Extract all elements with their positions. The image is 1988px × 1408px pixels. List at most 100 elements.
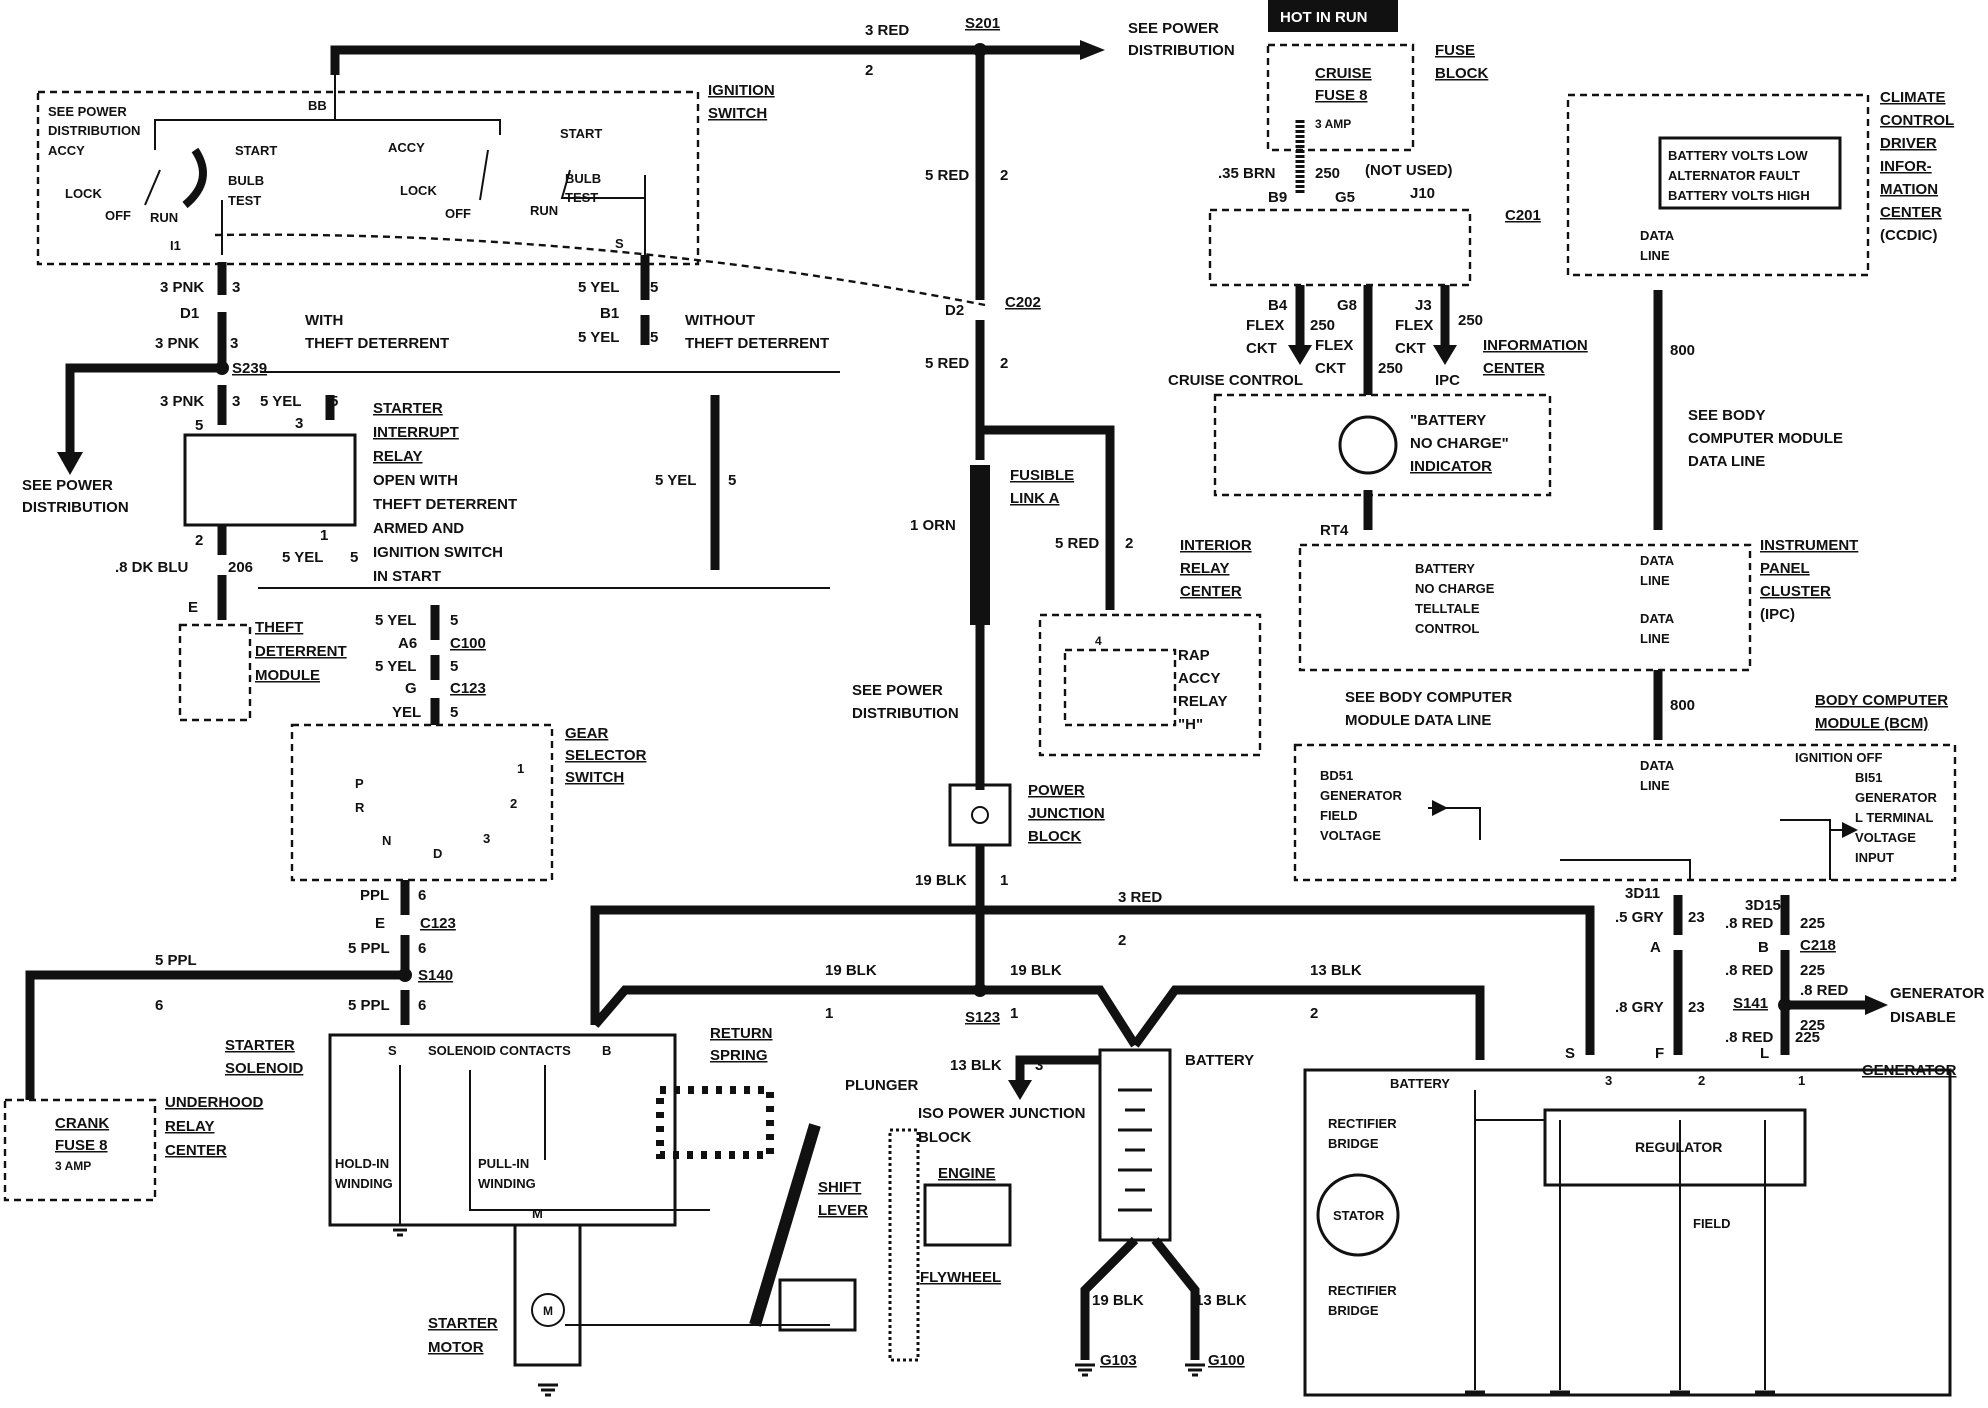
- label-see-pd-top1: SEE POWER: [1128, 20, 1219, 37]
- ss-title-2: SOLENOID: [225, 1060, 304, 1077]
- label-3d15: 3D15: [1745, 897, 1781, 914]
- label-see-pd-left-1: SEE POWER: [22, 477, 113, 494]
- relay-term-2: 2: [195, 532, 203, 549]
- label-j3: J3: [1415, 297, 1432, 314]
- label-5-c: 5: [330, 393, 338, 410]
- ccdic-msg-3: BATTERY VOLTS HIGH: [1668, 188, 1810, 203]
- label-3red-top: 3 RED: [865, 22, 909, 39]
- rect-2b: BRIDGE: [1328, 1303, 1379, 1318]
- label-3red-mid: 3 RED: [1118, 889, 1162, 906]
- label-19blk-b: 19 BLK: [825, 962, 877, 979]
- ign-s: S: [615, 236, 624, 251]
- rap-2: ACCY: [1178, 670, 1221, 687]
- label-1-c: 1: [1010, 1005, 1018, 1022]
- urc-title-1: UNDERHOOD: [165, 1094, 264, 1111]
- motor-m: M: [543, 1304, 553, 1318]
- irc-title-2: RELAY: [1180, 560, 1229, 577]
- ignition-switch-box: [36, 90, 700, 266]
- irc-title-1: INTERIOR: [1180, 537, 1252, 554]
- sir-title-6: ARMED AND: [373, 520, 464, 537]
- bcm-field-gnd: [1428, 807, 1481, 840]
- label-b-c218: B: [1758, 939, 1769, 956]
- ccdic-4: INFOR-: [1880, 158, 1932, 175]
- label-6-top: 6: [155, 997, 163, 1014]
- label-1-a: 1: [1000, 872, 1008, 889]
- bd51-2: GENERATOR: [1320, 788, 1402, 803]
- label-206: 206: [228, 559, 253, 576]
- regulator-box: [1543, 1108, 1807, 1187]
- label-flex-2: FLEX: [1315, 337, 1353, 354]
- cruise-fuse-2: FUSE 8: [1315, 87, 1368, 104]
- arrow-power-dist: [1080, 40, 1105, 60]
- bt-2: NO CHARGE: [1415, 581, 1495, 596]
- text-layer: HOT IN RUN S201 SEE POWER DISTRIBUTION 3…: [22, 9, 1985, 1369]
- label-c123-a: C123: [450, 680, 486, 697]
- regulator-label: REGULATOR: [1635, 1139, 1722, 1155]
- return-spring-1: RETURN: [710, 1025, 773, 1042]
- underhood-relay-center-box: [3, 1098, 157, 1202]
- bi51-4: VOLTAGE: [1855, 830, 1916, 845]
- irc-title-3: CENTER: [1180, 583, 1242, 600]
- ign-off-1: OFF: [105, 208, 131, 223]
- label-5red-1: 5 RED: [925, 167, 969, 184]
- label-800-a: 800: [1670, 342, 1695, 359]
- bcm-field-line: [1560, 859, 1691, 880]
- return-spring: [656, 1086, 774, 1159]
- ign-off-2: OFF: [445, 206, 471, 221]
- ign-off-label: IGNITION OFF: [1795, 750, 1882, 765]
- sir-title-5: THEFT DETERRENT: [373, 496, 517, 513]
- starter-solenoid-box: [328, 1033, 677, 1227]
- label-c201: C201: [1505, 207, 1541, 224]
- field-label: FIELD: [1693, 1216, 1731, 1231]
- label-3d11: 3D11: [1625, 885, 1660, 902]
- pjb-title-3: BLOCK: [1028, 828, 1081, 845]
- bcm-title-2: MODULE (BCM): [1815, 715, 1928, 732]
- shift-lever: [749, 1123, 821, 1327]
- bcm-l-line: [1780, 819, 1831, 880]
- see-bcm-5: MODULE DATA LINE: [1345, 712, 1491, 729]
- pinion-gear: [778, 1278, 857, 1332]
- label-not-used: (NOT USED): [1365, 162, 1453, 179]
- wire-13blk-a: [1131, 985, 1485, 1060]
- label-c218: C218: [1800, 937, 1836, 954]
- wire-5red-irc: [980, 425, 1115, 610]
- label-5ppl-top: 5 PPL: [155, 952, 197, 969]
- label-5-e: 5: [350, 549, 358, 566]
- label-ppl: PPL: [360, 887, 389, 904]
- label-5-a: 5: [650, 279, 658, 296]
- label-d1: D1: [180, 305, 199, 322]
- label-250-a: 250: [1315, 165, 1340, 182]
- label-g8: G8: [1337, 297, 1357, 314]
- label-s201: S201: [965, 15, 1000, 32]
- label-with-td-2: THEFT DETERRENT: [305, 335, 449, 352]
- wire-19blk-d: [1080, 1236, 1139, 1360]
- label-1orn: 1 ORN: [910, 517, 956, 534]
- label-5gry: .5 GRY: [1615, 909, 1664, 926]
- label-5-d: 5: [728, 472, 736, 489]
- label-5yel-a: 5 YEL: [578, 279, 619, 296]
- label-23-b: 23: [1688, 999, 1705, 1016]
- label-c100: C100: [450, 635, 486, 652]
- ign-bb: BB: [308, 98, 327, 113]
- label-23-a: 23: [1688, 909, 1705, 926]
- label-225-a: 225: [1800, 915, 1825, 932]
- wire-5ppl-urc: [25, 970, 405, 1100]
- label-2-3: 2: [1125, 535, 1133, 552]
- ic-title-1: INFORMATION: [1483, 337, 1588, 354]
- battery-indicator-box: [1213, 393, 1552, 497]
- dash-theft-line-1: [214, 233, 986, 307]
- label-s239: S239: [232, 360, 267, 377]
- label-225-c: 225: [1800, 1017, 1825, 1034]
- ign-sw2: [479, 149, 489, 201]
- label-5red-2: 5 RED: [925, 355, 969, 372]
- wire-s239-pd: [65, 363, 222, 455]
- bd51-3: FIELD: [1320, 808, 1358, 823]
- gear-selector-switch-box: [290, 723, 554, 882]
- battery-cells: [1118, 1088, 1152, 1212]
- splice-s123: [973, 983, 987, 997]
- label-13blk-c: 13 BLK: [1195, 1292, 1247, 1309]
- ign-test-1: TEST: [228, 193, 261, 208]
- label-5-b: 5: [650, 329, 658, 346]
- sir-title-1: STARTER: [373, 400, 443, 417]
